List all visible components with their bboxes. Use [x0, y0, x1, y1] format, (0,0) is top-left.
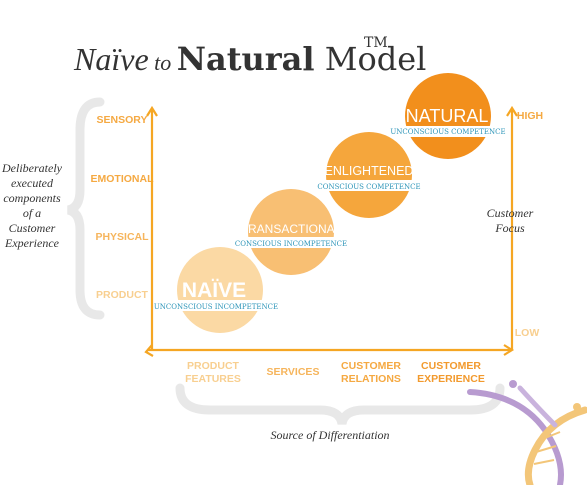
x-category-customer-experience-2: EXPERIENCE	[417, 373, 485, 385]
title-model: Model	[315, 40, 427, 78]
level-physical: PHYSICAL	[95, 231, 149, 243]
stage-name-naive: NAÏVE	[182, 279, 246, 302]
stage-subtitle-bg-transactional	[239, 237, 343, 248]
x-category-customer-relations-1: CUSTOMER	[341, 360, 401, 372]
dna-strand-gold	[524, 406, 587, 485]
origin-arrow	[144, 344, 154, 357]
left-bracket	[66, 97, 105, 320]
side-label-line: Deliberately	[1, 161, 63, 175]
title-natural: Natural	[177, 40, 315, 78]
x-category-product-features-2: FEATURES	[185, 373, 241, 385]
dna-strand-lavender	[517, 385, 558, 428]
stage-name-natural: NATURAL	[406, 106, 489, 126]
x-category-product-features-1: PRODUCT	[187, 360, 240, 372]
figure-head-purple	[509, 380, 517, 388]
customer-focus-line2: Focus	[494, 221, 525, 235]
stage-subtitle-transactional: CONSCIOUS INCOMPETENCE	[235, 240, 347, 248]
stage-circle-transactional	[248, 189, 334, 275]
dna-rung	[539, 431, 561, 441]
title-to: to	[149, 50, 177, 75]
level-sensory: SENSORY	[97, 114, 148, 126]
customer-focus-line1: Customer	[487, 206, 534, 220]
stage-subtitle-bg-enlightened	[323, 180, 415, 191]
stage-circle-enlightened	[326, 132, 412, 218]
x-category-customer-experience-1: CUSTOMER	[421, 360, 481, 372]
stage-transactional: TRANSACTIONAL CONSCIOUS INCOMPETENCE	[235, 189, 347, 275]
stage-naive: NAÏVE UNCONSCIOUS INCOMPETENCE	[154, 247, 278, 333]
side-label-line: executed	[11, 176, 54, 190]
left-axis-arrow	[146, 105, 158, 117]
side-label-line: components	[3, 191, 61, 205]
right-high-label: HIGH	[517, 110, 543, 122]
stage-natural: NATURAL UNCONSCIOUS COMPETENCE	[390, 73, 506, 159]
dna-rung	[533, 459, 555, 465]
level-product: PRODUCT	[96, 289, 149, 301]
title-naive: Naïve	[73, 41, 149, 77]
x-category-services: SERVICES	[267, 366, 320, 378]
stage-name-transactional: TRANSACTIONAL	[241, 222, 342, 236]
dna-logo	[467, 380, 587, 485]
right-axis-arrow	[506, 105, 518, 117]
x-categories: PRODUCT FEATURES SERVICES CUSTOMER RELAT…	[185, 360, 485, 385]
figure-head-gold	[573, 403, 581, 411]
stage-subtitle-enlightened: CONSCIOUS COMPETENCE	[317, 183, 420, 191]
side-label-line: of a	[23, 206, 41, 220]
x-category-customer-relations-2: RELATIONS	[341, 373, 401, 385]
stage-circle-natural	[405, 73, 491, 159]
level-emotional: EMOTIONAL	[91, 173, 155, 185]
y-level-labels: SENSORY EMOTIONAL PHYSICAL PRODUCT	[91, 114, 155, 301]
stage-subtitle-bg-natural	[392, 126, 504, 137]
side-label-line: Customer	[9, 221, 56, 235]
x-axis-label: Source of Differentiation	[270, 428, 389, 442]
dna-rung	[535, 445, 557, 453]
diagram-title: Naïve to Natural Model	[73, 40, 426, 78]
stage-subtitle-natural: UNCONSCIOUS COMPETENCE	[390, 128, 505, 136]
trademark: TM	[364, 35, 388, 51]
stage-subtitle-bg-naive	[160, 300, 272, 311]
axes	[144, 105, 518, 357]
bottom-bracket	[175, 383, 505, 426]
right-low-label: LOW	[515, 327, 540, 339]
stage-enlightened: ENLIGHTENED CONSCIOUS COMPETENCE	[317, 132, 421, 218]
stage-circle-naive	[177, 247, 263, 333]
stage-subtitle-naive: UNCONSCIOUS INCOMPETENCE	[154, 303, 278, 311]
y-axis-side-label: Deliberately executed components of a Cu…	[1, 161, 63, 250]
stage-name-enlightened: ENLIGHTENED	[325, 164, 414, 178]
side-label-line: Experience	[4, 236, 60, 250]
